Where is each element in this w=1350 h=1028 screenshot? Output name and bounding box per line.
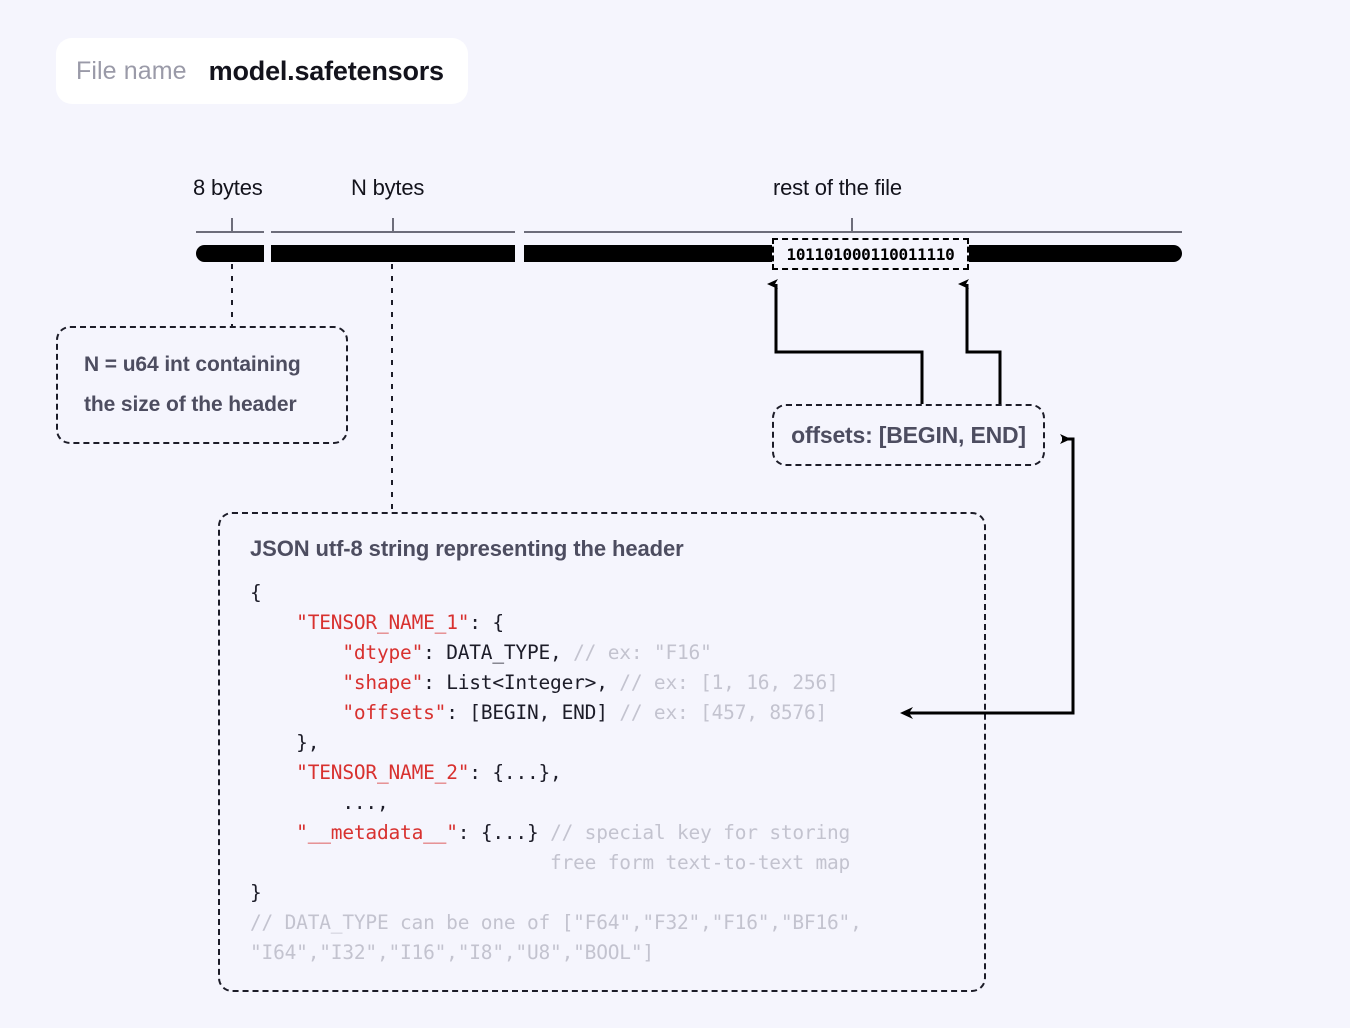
code-line-1: "TENSOR_NAME_1": { xyxy=(250,608,984,638)
bar-segment-2 xyxy=(524,245,772,262)
code-line-10: } xyxy=(250,878,984,908)
code-token-key: "TENSOR_NAME_2" xyxy=(296,761,470,784)
ruler-tick-1 xyxy=(392,218,394,233)
code-token-key: "offsets" xyxy=(342,701,447,724)
code-token-plain: }, xyxy=(250,731,320,754)
code-line-8: "__metadata__": {...} // special key for… xyxy=(250,818,984,848)
bar-segment-1 xyxy=(271,245,515,262)
code-token-key: "TENSOR_NAME_1" xyxy=(296,611,470,634)
arrow-offsets-begin xyxy=(767,279,924,404)
ruler-label-1: N bytes xyxy=(351,175,425,200)
code-line-7: ..., xyxy=(250,788,984,818)
code-token-comment: // DATA_TYPE can be one of ["F64","F32",… xyxy=(250,911,862,934)
code-token-plain xyxy=(250,701,342,724)
json-header-title: JSON utf-8 string representing the heade… xyxy=(250,536,684,561)
code-line-5: }, xyxy=(250,728,984,758)
code-token-plain xyxy=(250,611,296,634)
binary-sample-chip: 101101000110011110 xyxy=(772,238,969,270)
json-header-code: { "TENSOR_NAME_1": { "dtype": DATA_TYPE,… xyxy=(250,578,984,968)
code-line-0: { xyxy=(250,578,984,608)
callout-n-bytes-line-2: the size of the header xyxy=(84,393,297,416)
callout-n-bytes-line-1: N = u64 int containing xyxy=(84,353,301,376)
arrow-offsets-end xyxy=(958,279,1002,404)
ruler-label-0: 8 bytes xyxy=(193,175,263,200)
callout-json-header: JSON utf-8 string representing the heade… xyxy=(218,512,986,992)
code-line-12: "I64","I32","I16","I8","U8","BOOL"] xyxy=(250,938,984,968)
code-token-key: "__metadata__" xyxy=(296,821,458,844)
code-token-plain: ..., xyxy=(250,791,389,814)
code-token-plain: } xyxy=(250,881,262,904)
code-token-comment: free form text-to-text map xyxy=(250,851,851,874)
callout-offsets: offsets: [BEGIN, END] xyxy=(772,404,1045,466)
code-token-plain: { xyxy=(250,581,262,604)
code-token-plain xyxy=(250,761,296,784)
code-line-2: "dtype": DATA_TYPE, // ex: "F16" xyxy=(250,638,984,668)
code-token-comment: // ex: [457, 8576] xyxy=(619,701,828,724)
code-token-comment: // ex: [1, 16, 256] xyxy=(619,671,839,694)
bar-segment-0 xyxy=(196,245,264,262)
ruler-line-0 xyxy=(196,231,264,233)
callout-offsets-text: offsets: [BEGIN, END] xyxy=(791,421,1026,448)
ruler-label-2: rest of the file xyxy=(773,175,902,200)
code-token-comment: // ex: "F16" xyxy=(573,641,712,664)
code-line-11: // DATA_TYPE can be one of ["F64","F32",… xyxy=(250,908,984,938)
code-token-plain: : { xyxy=(469,611,504,634)
code-token-plain: : List<Integer>, xyxy=(423,671,620,694)
code-token-key: "shape" xyxy=(342,671,424,694)
ruler-tick-0 xyxy=(231,218,233,233)
file-name-pill: File name model.safetensors xyxy=(56,38,468,104)
code-line-4: "offsets": [BEGIN, END] // ex: [457, 857… xyxy=(250,698,984,728)
code-token-plain: : {...} xyxy=(457,821,551,844)
file-name-label: File name xyxy=(76,56,187,85)
file-name-value: model.safetensors xyxy=(208,55,444,86)
code-token-plain xyxy=(250,821,296,844)
code-token-comment: "I64","I32","I16","I8","U8","BOOL"] xyxy=(250,941,654,964)
code-token-plain: : DATA_TYPE, xyxy=(423,641,574,664)
code-token-plain: : {...}, xyxy=(469,761,562,784)
code-token-plain xyxy=(250,641,342,664)
code-token-key: "dtype" xyxy=(342,641,424,664)
code-token-plain: : [BEGIN, END] xyxy=(446,701,620,724)
code-line-9: free form text-to-text map xyxy=(250,848,984,878)
ruler-tick-2 xyxy=(851,218,853,233)
code-line-3: "shape": List<Integer>, // ex: [1, 16, 2… xyxy=(250,668,984,698)
code-line-6: "TENSOR_NAME_2": {...}, xyxy=(250,758,984,788)
code-token-plain xyxy=(250,671,342,694)
ruler-line-2 xyxy=(524,231,1182,233)
callout-n-bytes: N = u64 int containing the size of the h… xyxy=(56,326,348,444)
code-token-comment: // special key for storing xyxy=(550,821,851,844)
bar-segment-3 xyxy=(969,245,1182,262)
